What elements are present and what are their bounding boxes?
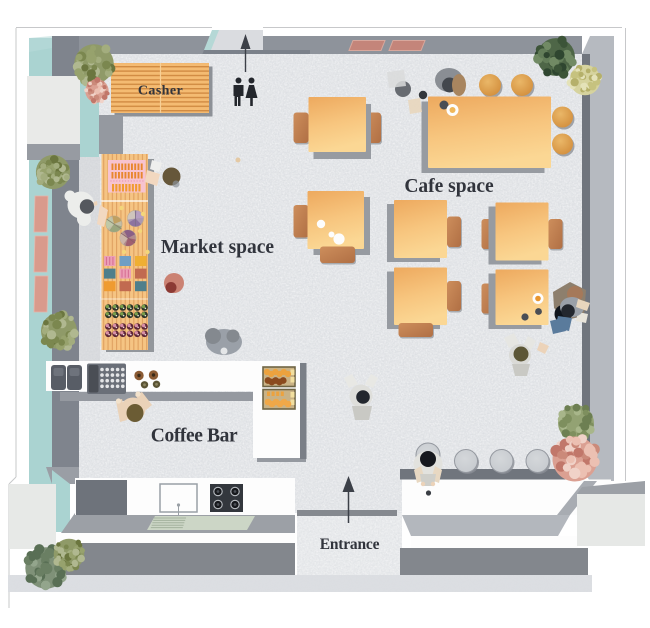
svg-text:Market space: Market space xyxy=(161,237,275,258)
svg-text:Cafe space: Cafe space xyxy=(404,176,494,197)
svg-text:Entrance: Entrance xyxy=(320,536,380,553)
svg-text:Casher: Casher xyxy=(138,84,183,99)
svg-text:Coffee Bar: Coffee Bar xyxy=(151,426,238,447)
